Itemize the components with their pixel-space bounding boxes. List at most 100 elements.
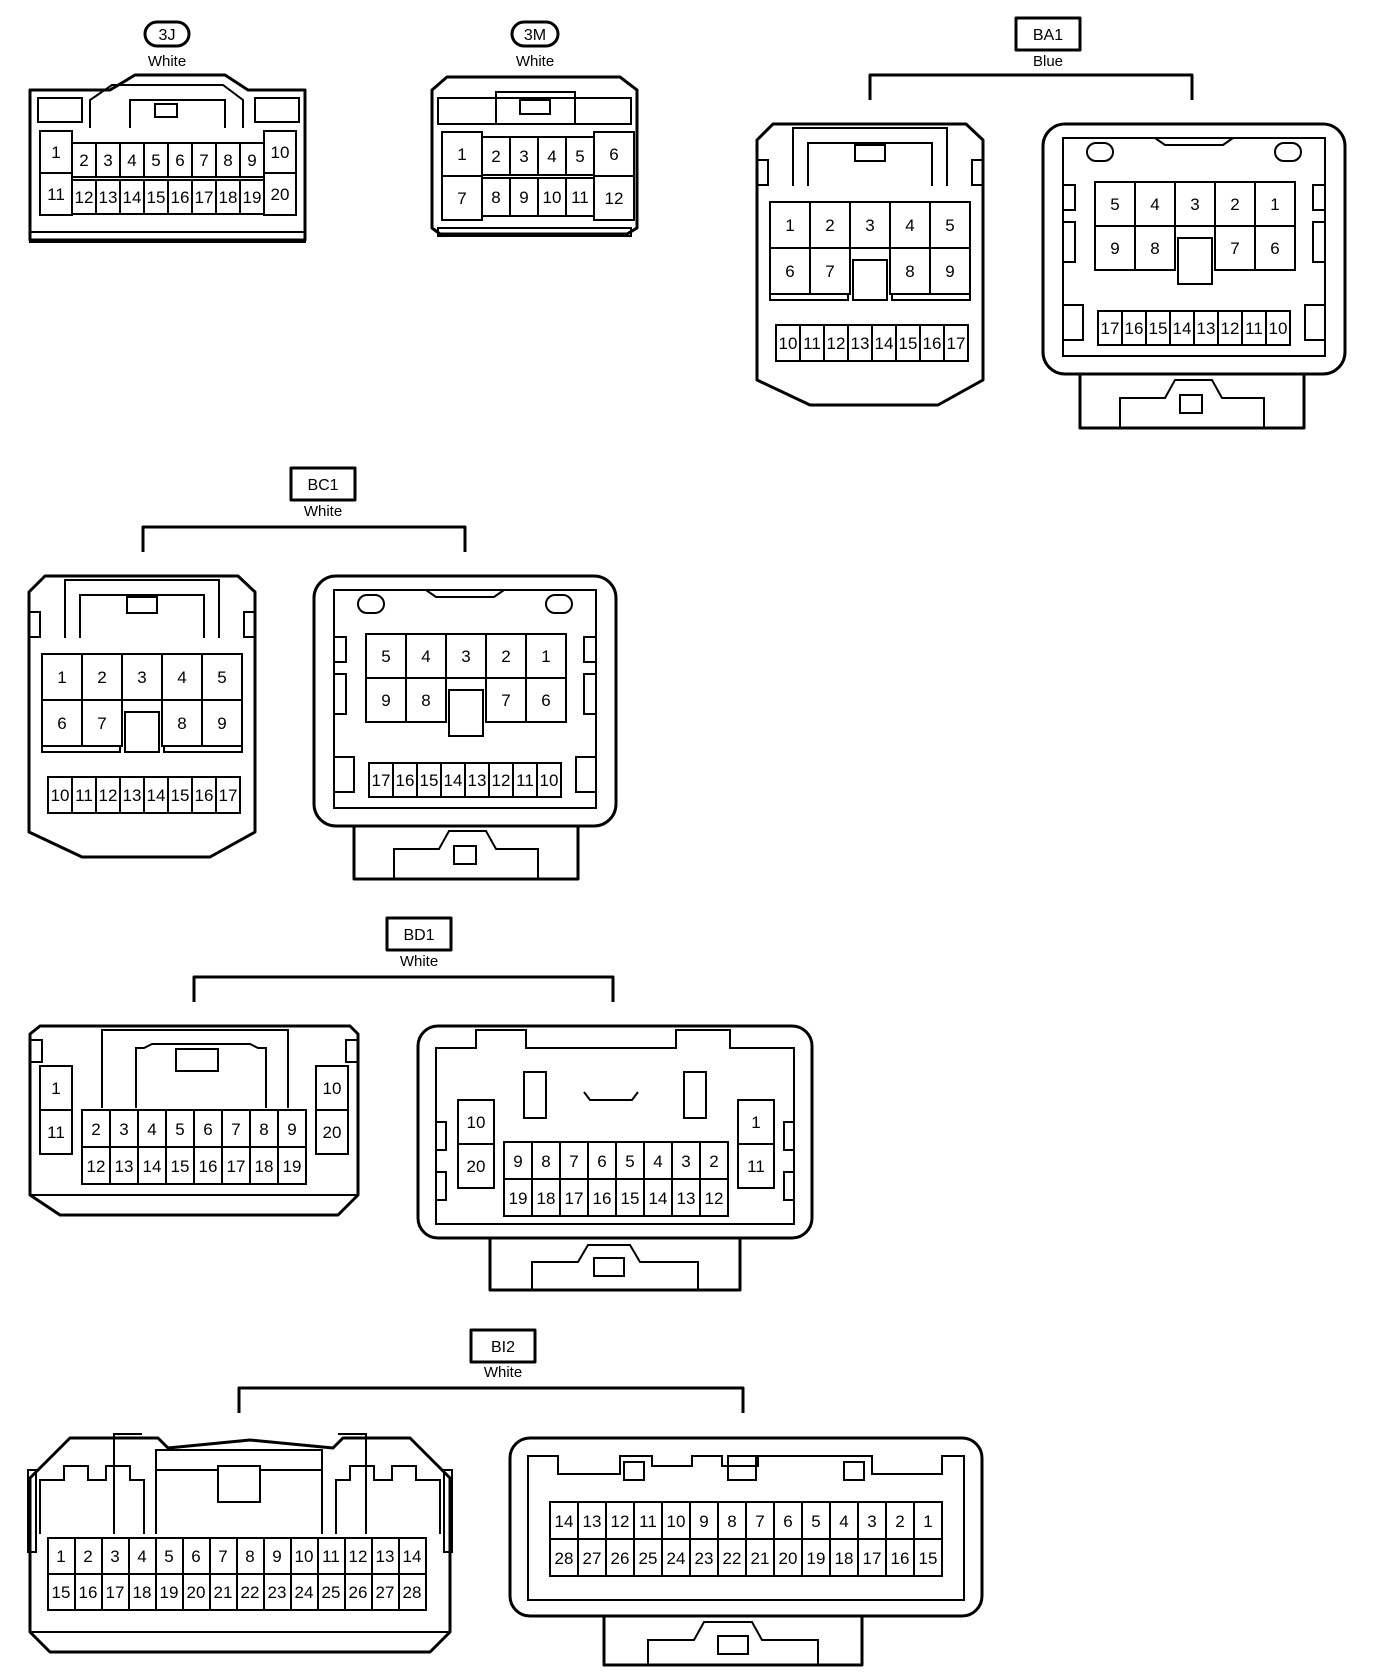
bracket-line [141,525,467,552]
pin: 15 [47,1573,76,1611]
pin: 8 [531,1141,561,1180]
svg-text:17: 17 [863,1549,882,1568]
svg-text:25: 25 [639,1549,658,1568]
svg-text:14: 14 [444,771,463,790]
svg-text:19: 19 [509,1189,528,1208]
svg-text:12: 12 [492,771,511,790]
pin: 13 [119,776,145,814]
pin: 1 [441,131,483,177]
svg-text:19: 19 [283,1157,302,1176]
svg-text:14: 14 [123,188,142,207]
pin: 8 [1134,225,1176,271]
pin: 7 [209,1537,238,1575]
svg-text:18: 18 [133,1583,152,1602]
pin: 13 [1193,310,1219,346]
svg-text:3: 3 [681,1152,690,1171]
pin: 14 [398,1537,427,1575]
svg-text:11: 11 [47,185,65,204]
svg-text:15: 15 [1149,319,1168,338]
pin: 8 [405,677,447,723]
svg-text:13: 13 [468,771,487,790]
pin: 3 [857,1501,887,1540]
svg-text:20: 20 [271,185,290,204]
pin: 1 [737,1099,775,1145]
svg-text:19: 19 [243,188,262,207]
pin: 6 [593,131,635,177]
svg-text:2: 2 [709,1152,718,1171]
svg-text:7: 7 [218,1547,227,1566]
pin: 17 [559,1178,589,1217]
pin: 8 [717,1501,747,1540]
svg-text:15: 15 [919,1549,938,1568]
pin: 21 [209,1573,238,1611]
svg-text:9: 9 [945,262,954,281]
pin: 12 [823,324,849,362]
svg-text:7: 7 [755,1512,764,1531]
svg-text:8: 8 [727,1512,736,1531]
pin: 2 [1214,181,1256,227]
svg-text:10: 10 [323,1079,342,1098]
svg-text:10: 10 [295,1547,314,1566]
svg-text:8: 8 [177,714,186,733]
svg-text:6: 6 [609,145,618,164]
svg-text:14: 14 [147,786,166,805]
pin: 11 [1241,310,1267,346]
connector-view-front: 1 2 3 4 5 6 7 8 9 10 11 12 13 14 15 16 1… [27,1433,453,1654]
svg-text:5: 5 [625,1152,634,1171]
svg-text:15: 15 [52,1583,71,1602]
svg-text:15: 15 [171,786,190,805]
svg-text:6: 6 [203,1120,212,1139]
svg-text:14: 14 [649,1189,668,1208]
pin: 2 [485,633,527,679]
pin: 13 [671,1178,701,1217]
pin: 15 [143,179,169,215]
svg-text:17: 17 [195,188,214,207]
pin: 15 [913,1538,943,1577]
svg-text:5: 5 [217,668,226,687]
pin: 8 [481,177,511,217]
pin: 14 [440,762,466,798]
pin: 2 [81,653,123,701]
pin: 19 [155,1573,184,1611]
pin: 2 [699,1141,729,1180]
svg-text:3: 3 [865,216,874,235]
svg-text:1: 1 [541,647,550,666]
svg-text:9: 9 [287,1120,296,1139]
svg-text:12: 12 [705,1189,724,1208]
pin: 10 [536,762,562,798]
svg-text:11: 11 [1245,319,1263,338]
svg-text:8: 8 [491,188,500,207]
svg-text:2: 2 [97,668,106,687]
pin: 17 [943,324,969,362]
svg-text:14: 14 [555,1512,574,1531]
svg-text:1: 1 [751,1113,760,1132]
svg-text:1: 1 [51,1079,60,1098]
svg-text:1: 1 [56,1547,65,1566]
pin: 11 [737,1143,775,1189]
pin: 13 [464,762,490,798]
connector-tag-frame [143,20,191,48]
pin: 5 [201,653,243,701]
svg-text:8: 8 [905,262,914,281]
pin: 4 [829,1501,859,1540]
pin: 16 [167,179,193,215]
connector-tag-frame [510,20,560,48]
pin: 1 [41,653,83,701]
svg-text:8: 8 [259,1120,268,1139]
svg-text:9: 9 [272,1547,281,1566]
pin: 3 [849,201,891,249]
svg-text:8: 8 [245,1547,254,1566]
pin: 16 [885,1538,915,1577]
pin: 1 [39,130,73,174]
svg-text:16: 16 [923,334,942,353]
svg-text:24: 24 [295,1583,314,1602]
bracket-line [192,975,615,1002]
pin: 11 [39,172,73,216]
pin: 6 [773,1501,803,1540]
pin: 13 [95,179,121,215]
svg-text:12: 12 [99,786,118,805]
svg-text:15: 15 [420,771,439,790]
pin: 6 [41,699,83,747]
pin: 28 [398,1573,427,1611]
pin: 13 [109,1146,139,1185]
